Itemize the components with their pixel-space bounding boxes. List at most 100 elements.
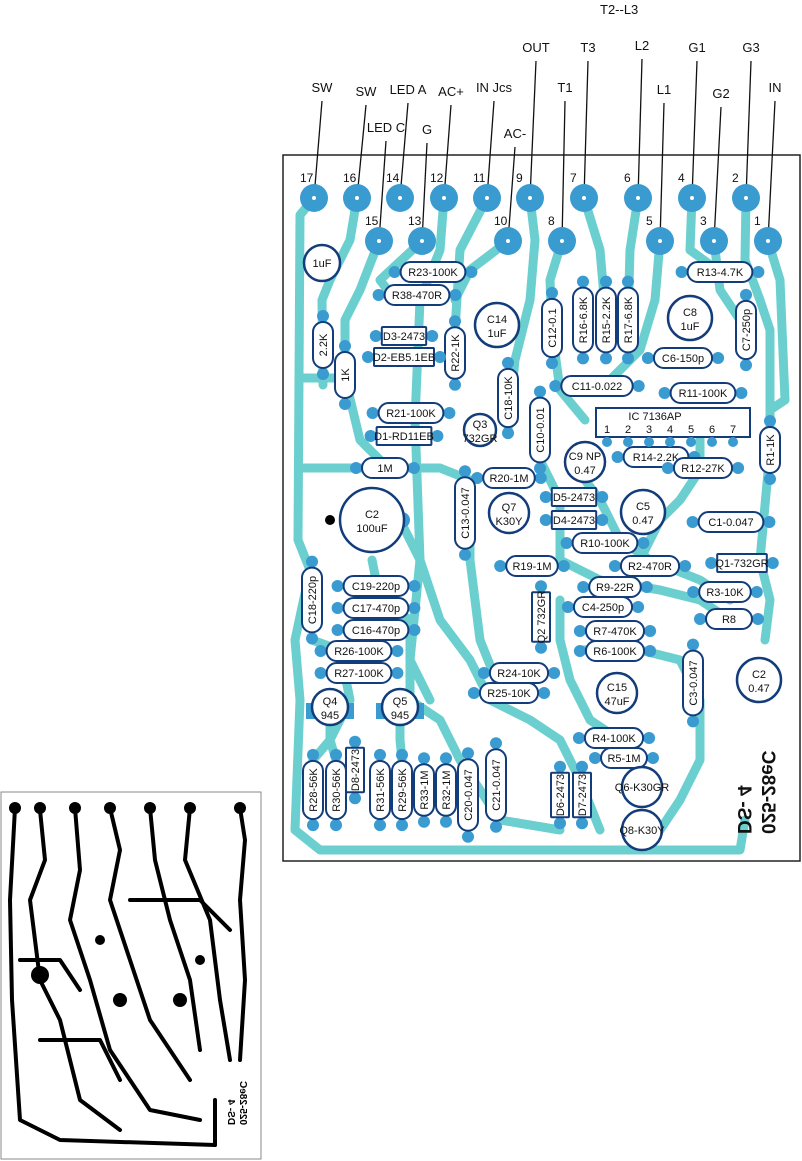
component-r25-10k[interactable]: R25-10K [467, 682, 551, 704]
solder-pad [764, 415, 776, 427]
component-1k[interactable]: 1K [334, 340, 356, 410]
round-part-1uf[interactable]: 1uF [302, 243, 342, 283]
component-c21-0-047[interactable]: C21-0.047 [485, 737, 507, 833]
round-part-c2[interactable]: C20.47 [735, 656, 783, 704]
component-c7-250p[interactable]: C7-250p [735, 288, 757, 372]
solder-pad [372, 289, 385, 301]
component-body [560, 375, 634, 397]
component-c3-0-047[interactable]: C3-0.047 [682, 638, 704, 728]
solder-pad [589, 752, 601, 764]
solder-pad [330, 748, 342, 761]
component-r16-6-8k[interactable]: R16-6.8K [572, 275, 594, 365]
component-c13-0-047[interactable]: C13-0.047 [454, 465, 476, 561]
component-r9-22r[interactable]: R9-22R [577, 576, 653, 598]
component-r17-6-8k[interactable]: R17-6.8K [617, 275, 639, 365]
component-c10-0-01[interactable]: C10-0.01 [529, 385, 551, 475]
component-r27-100k[interactable]: R27-100K [314, 662, 404, 684]
component-r30-56k[interactable]: R30-56K [325, 748, 347, 832]
component-d7-2473[interactable]: D7-2473 [572, 760, 592, 830]
component-c1-0-047[interactable]: C1-0.047 [686, 511, 776, 533]
component-c20-0-047[interactable]: C20-0.047 [457, 747, 479, 843]
leader-line [659, 102, 665, 242]
component-r15-2-2k[interactable]: R15-2.2K [595, 275, 617, 365]
component-label: R28-56K [308, 768, 320, 812]
component-c6-150p[interactable]: C6-150p [641, 347, 725, 369]
component-c17-470p[interactable]: C17-470p [331, 597, 421, 619]
component-r4-100k[interactable]: R4-100K [572, 727, 656, 749]
component-r23-100k[interactable]: R23-100K [388, 261, 478, 283]
component-r32-1m[interactable]: R32-1M [435, 752, 457, 828]
component-d1-rd11eb[interactable]: D1-RD11EB [364, 426, 444, 446]
component-c19-220p[interactable]: C19-220p [331, 575, 421, 597]
component-body [413, 763, 435, 817]
component-r12-27k[interactable]: R12-27K [661, 457, 745, 479]
component-r1-1k[interactable]: R1-1K [759, 415, 781, 485]
component-r20-1m[interactable]: R20-1M [471, 467, 547, 489]
component-c16-470p[interactable]: C16-470p [331, 619, 421, 641]
part-value: 945 [391, 710, 409, 722]
component-1m[interactable]: 1M [350, 457, 420, 479]
component-r19-1m[interactable]: R19-1M [494, 555, 570, 577]
component-r10-100k[interactable]: R10-100K [560, 532, 650, 554]
component-c12-0-1[interactable]: C12-0.1 [541, 286, 563, 370]
round-part-c9-np[interactable]: C9 NP0.47 [563, 440, 607, 484]
ic-pin-pad [623, 437, 633, 447]
component-q2-732gr[interactable]: Q2 732GR [531, 580, 551, 654]
component-label: R17-6.8K [623, 296, 635, 343]
leader-line [399, 102, 409, 199]
component-r28-56k[interactable]: R28-56K [302, 748, 324, 832]
component-r5-1m[interactable]: R5-1M [589, 747, 659, 769]
component-d8-2473[interactable]: D8-2473 [345, 735, 365, 805]
component-body [617, 286, 639, 354]
solder-pad [467, 687, 480, 699]
connector-label: LED C [367, 120, 405, 135]
component-c4-250p[interactable]: C4-250p [561, 596, 645, 618]
component-body [342, 597, 410, 619]
component-d6-2473[interactable]: D6-2473 [550, 760, 570, 830]
component-r13-4-7k[interactable]: R13-4.7K [675, 261, 765, 283]
component-c11-0-022[interactable]: C11-0.022 [549, 375, 645, 397]
component-r33-1m[interactable]: R33-1M [413, 752, 435, 828]
component-body [531, 591, 551, 643]
component-label: R19-1M [512, 561, 551, 573]
part-value: 1uF [488, 328, 507, 340]
component-c18-10k[interactable]: C18-10K [497, 356, 519, 440]
ic-body[interactable] [595, 407, 751, 438]
component-r11-100k[interactable]: R11-100K [658, 382, 748, 404]
component-2-2k[interactable]: 2.2K [312, 310, 334, 380]
component-r22-1k[interactable]: R22-1K [444, 315, 466, 391]
component-body [619, 555, 681, 577]
solder-pad [573, 625, 586, 637]
component-r6-100k[interactable]: R6-100K [573, 640, 657, 662]
round-part-c5[interactable]: C50.47 [619, 488, 667, 536]
component-d4-2473[interactable]: D4-2473 [539, 510, 609, 530]
component-r3-10k[interactable]: R3-10K [687, 581, 763, 603]
component-r21-100k[interactable]: R21-100K [366, 402, 456, 424]
component-d3-2473[interactable]: D3-2473 [369, 326, 439, 346]
component-r7-470k[interactable]: R7-470K [573, 620, 657, 642]
component-r24-10k[interactable]: R24-10K [477, 662, 561, 684]
component-r2-470r[interactable]: R2-470R [608, 555, 692, 577]
component-body [457, 758, 479, 832]
component-body [345, 746, 365, 794]
round-part-q8-k30y[interactable]: Q8-K30Y [619, 808, 665, 852]
component-c18-220p[interactable]: C18-220p [301, 555, 323, 645]
component-d2-eb5-1eb[interactable]: D2-EB5.1EB [362, 347, 446, 367]
component-r8[interactable]: R8 [694, 608, 764, 630]
component-d5-2473[interactable]: D5-2473 [539, 487, 609, 507]
round-part-q6-k30gr[interactable]: Q6-K30GR [615, 765, 669, 809]
component-q1-732gr[interactable]: Q1-732GR [705, 553, 779, 573]
component-r29-56k[interactable]: R29-56K [391, 748, 413, 832]
component-r38-470r[interactable]: R38-470R [372, 284, 462, 306]
component-r31-56k[interactable]: R31-56K [369, 748, 391, 832]
component-r26-100k[interactable]: R26-100K [314, 640, 404, 662]
component-body [391, 759, 413, 821]
